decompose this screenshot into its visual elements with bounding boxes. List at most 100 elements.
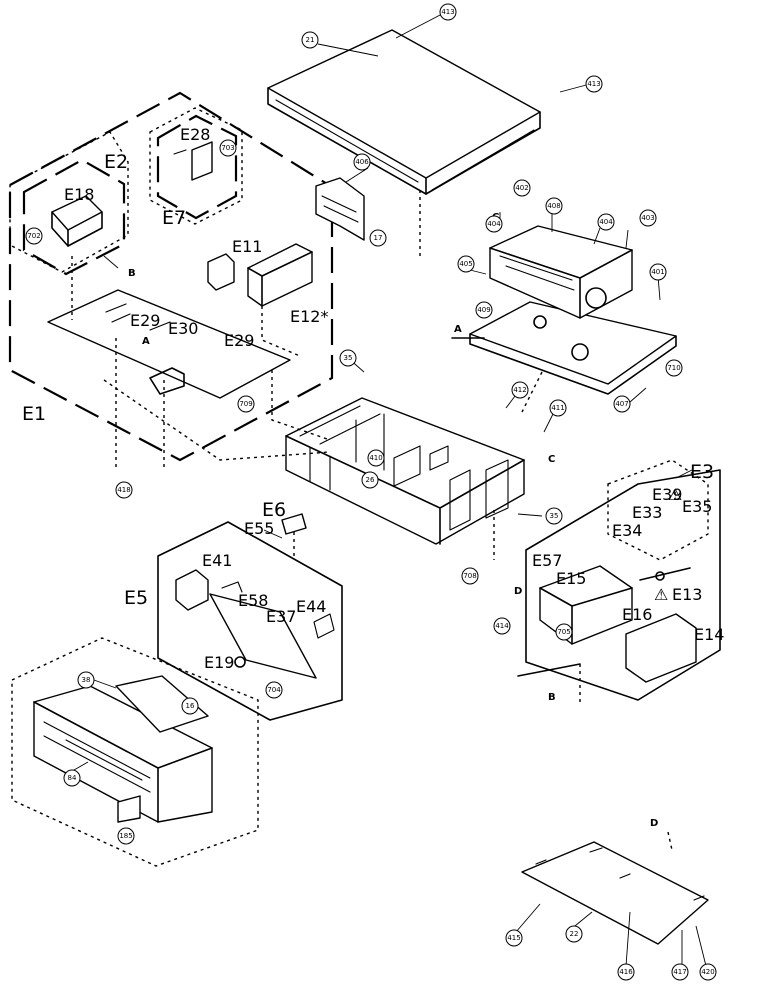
label-E7: E7: [162, 207, 186, 229]
callout-408: 408: [545, 197, 563, 215]
label-E3: E3: [690, 461, 714, 483]
svg-text:185: 185: [119, 832, 132, 840]
svg-text:401: 401: [651, 268, 664, 276]
svg-text:16: 16: [186, 702, 195, 710]
callout-410: 410: [367, 449, 385, 467]
callout-710: 710: [665, 359, 683, 377]
callout-35-a: 35: [339, 349, 357, 367]
label-E39: E39: [652, 485, 682, 504]
svg-text:411: 411: [551, 404, 564, 412]
callout-412: 412: [511, 381, 529, 399]
svg-text:710: 710: [667, 364, 680, 372]
warning-icon-E13: ⚠: [654, 585, 668, 604]
svg-text:415: 415: [507, 934, 520, 942]
ref-letter-B-2: B: [548, 692, 556, 703]
svg-text:416: 416: [619, 968, 633, 976]
callout-417: 417: [671, 963, 689, 981]
callout-21: 21: [301, 31, 319, 49]
label-E44: E44: [296, 597, 326, 616]
callout-414: 414: [493, 617, 511, 635]
svg-text:709: 709: [239, 400, 252, 408]
svg-text:414: 414: [495, 622, 509, 630]
callout-413-b: 413: [585, 75, 603, 93]
callout-418: 418: [115, 481, 133, 499]
svg-text:410: 410: [369, 454, 382, 462]
svg-text:702: 702: [27, 232, 40, 240]
label-E2: E2: [104, 151, 128, 173]
label-E19: E19: [204, 653, 234, 672]
callout-404-b: 404: [597, 213, 615, 231]
svg-text:406: 406: [355, 158, 369, 166]
svg-text:705: 705: [557, 628, 570, 636]
label-E29-b: E29: [224, 331, 254, 350]
label-E11: E11: [232, 237, 262, 256]
svg-text:402: 402: [515, 184, 528, 192]
ref-letter-A-2: A: [454, 324, 462, 335]
label-E16: E16: [622, 605, 652, 624]
top-cover: [267, 13, 591, 260]
svg-text:413: 413: [587, 80, 600, 88]
svg-text:35: 35: [344, 354, 353, 362]
ref-letter-C-2: C: [548, 454, 555, 465]
callout-709: 709: [237, 395, 255, 413]
callout-407: 407: [613, 395, 631, 413]
label-E5: E5: [124, 587, 148, 609]
callout-26: 26: [361, 471, 379, 489]
label-E34: E34: [612, 521, 642, 540]
callout-22: 22: [565, 925, 583, 943]
svg-text:708: 708: [463, 572, 476, 580]
callout-704: 704: [265, 681, 283, 699]
callout-402: 402: [513, 179, 531, 197]
bottom-plate: [515, 831, 709, 967]
label-E55: E55: [244, 519, 274, 538]
label-E13: E13: [672, 585, 702, 604]
callout-405: 405: [457, 255, 475, 273]
callout-411: 411: [549, 399, 567, 417]
callout-413-a: 413: [439, 3, 457, 21]
svg-text:418: 418: [117, 486, 130, 494]
label-E15: E15: [556, 569, 586, 588]
svg-text:26: 26: [366, 476, 375, 484]
ref-letter-A-1: A: [142, 336, 150, 347]
label-E1: E1: [22, 403, 46, 425]
label-E28: E28: [180, 125, 210, 144]
callout-416: 416: [617, 963, 635, 981]
svg-text:420: 420: [701, 968, 714, 976]
main-chassis: [285, 357, 557, 560]
label-E30: E30: [168, 319, 198, 338]
svg-text:412: 412: [513, 386, 526, 394]
svg-text:407: 407: [615, 400, 628, 408]
svg-text:84: 84: [68, 774, 77, 782]
label-E58: E58: [238, 591, 268, 610]
svg-text:17: 17: [374, 234, 383, 242]
callout-38: 38: [77, 671, 95, 689]
label-E12: E12*: [290, 307, 328, 326]
svg-text:413: 413: [441, 8, 454, 16]
callout-84: 84: [63, 769, 81, 787]
label-E35: E35: [682, 497, 712, 516]
callout-16: 16: [181, 697, 199, 715]
bracket-17: [315, 167, 369, 241]
warning-icon-E39: ⚠: [668, 485, 682, 504]
svg-text:21: 21: [306, 36, 315, 44]
svg-text:704: 704: [267, 686, 281, 694]
tape-mechanism: [451, 212, 677, 413]
label-E57: E57: [532, 551, 562, 570]
svg-text:22: 22: [570, 930, 579, 938]
svg-text:38: 38: [82, 676, 91, 684]
svg-text:404: 404: [487, 220, 501, 228]
front-panel-assembly: [11, 637, 259, 867]
callout-185: 185: [117, 827, 135, 845]
assembly-E7-boundary: [149, 107, 243, 225]
callout-404-a: 404: [485, 215, 503, 233]
svg-text:404: 404: [599, 218, 613, 226]
callout-406: 406: [353, 153, 371, 171]
callout-702: 702: [25, 227, 43, 245]
callout-708: 708: [461, 567, 479, 585]
label-E37: E37: [266, 607, 296, 626]
callout-17: 17: [369, 229, 387, 247]
svg-text:405: 405: [459, 260, 472, 268]
callout-705: 705: [555, 623, 573, 641]
svg-text:408: 408: [547, 202, 560, 210]
